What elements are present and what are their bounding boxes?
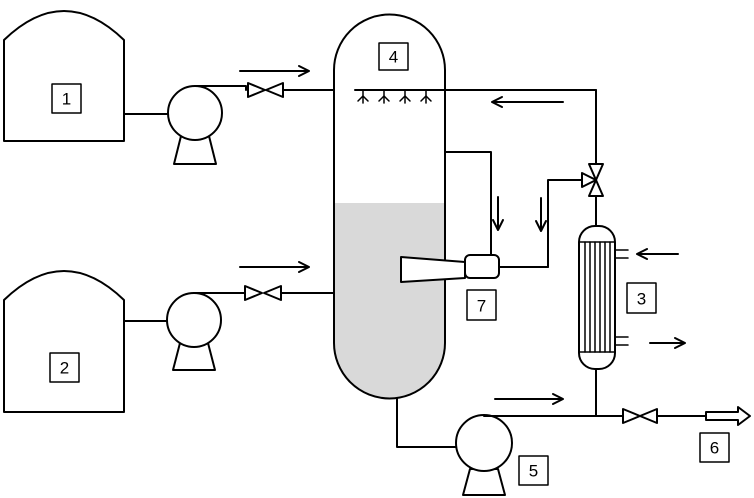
ejector: 7 xyxy=(400,254,549,321)
ejector-suction-flow-arrow xyxy=(492,196,504,231)
tank-2: 2 xyxy=(3,270,125,413)
ejector-label: 7 xyxy=(477,297,486,316)
heat-exchanger: 3 xyxy=(578,225,657,370)
spray-nozzles xyxy=(354,89,597,104)
product-outlet-label: 6 xyxy=(710,439,719,458)
ejector-label-box xyxy=(466,289,497,321)
feed-valve-2 xyxy=(244,285,282,301)
tank-2-label-box xyxy=(49,352,80,383)
pump-label: 5 xyxy=(529,462,538,481)
product-valve xyxy=(622,408,658,424)
heat-exchanger-label: 3 xyxy=(637,290,646,309)
heat-exchanger-label-box xyxy=(626,282,657,314)
circulation-pump: 5 xyxy=(455,414,549,496)
tank-1: 1 xyxy=(3,10,125,142)
ejector-motive-flow-arrow xyxy=(535,197,547,232)
feed-pump-1 xyxy=(123,85,247,165)
recycle-top-flow-arrow xyxy=(491,96,564,108)
ejector-motive-line xyxy=(547,179,589,268)
product-outlet-label-box xyxy=(699,432,730,463)
coolant-out-flow-arrow xyxy=(649,337,686,349)
pump-discharge-flow-arrow xyxy=(494,393,564,405)
feed-valve-1 xyxy=(247,82,284,98)
column-vessel: 4 xyxy=(333,13,446,400)
ejector-suction-line xyxy=(444,151,492,258)
column-label: 4 xyxy=(389,48,398,67)
column-liquid xyxy=(334,203,445,399)
pump-label-box xyxy=(518,455,549,486)
tank-1-label-box xyxy=(51,83,82,114)
column-bottom-line xyxy=(396,397,459,448)
coolant-in-flow-arrow xyxy=(636,248,679,260)
feed-2-flow-arrow xyxy=(239,261,310,273)
feed-pump-2 xyxy=(123,292,245,371)
feed-1-flow-arrow xyxy=(239,65,310,77)
column-label-box xyxy=(378,42,409,71)
tank-2-label: 2 xyxy=(60,359,69,378)
tank-1-label: 1 xyxy=(62,90,71,109)
product-outlet-arrow xyxy=(705,406,751,426)
three-way-valve xyxy=(581,163,604,197)
